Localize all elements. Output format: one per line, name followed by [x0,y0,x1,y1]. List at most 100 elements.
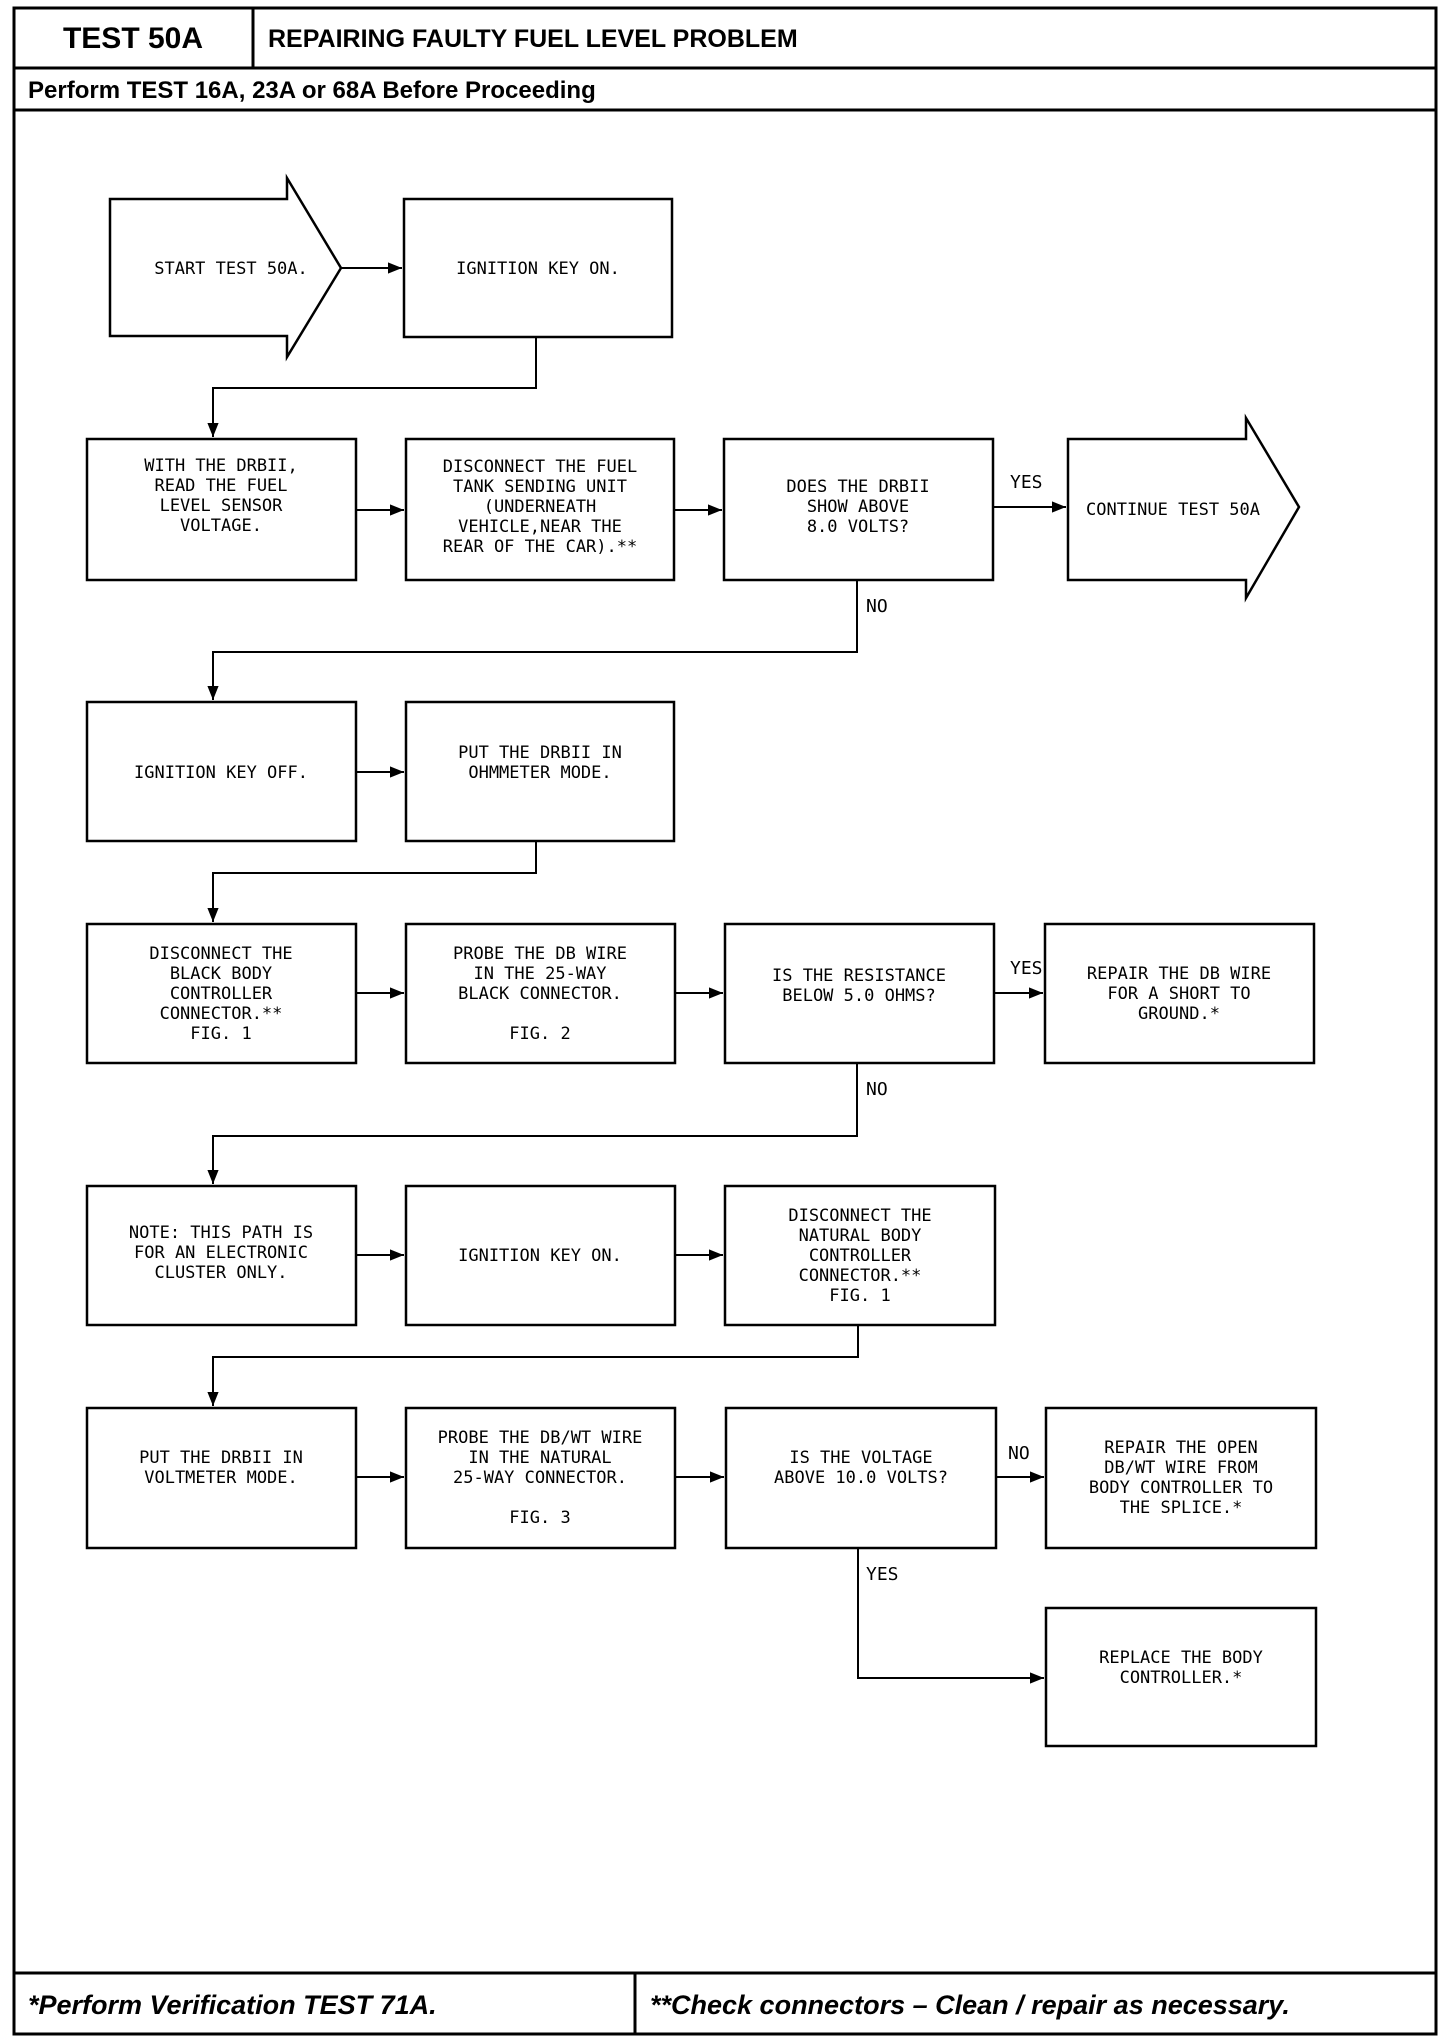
ohm-mode-box [404,700,676,843]
node-text-line: FIG. 3 [509,1508,570,1528]
label-yes-1: YES [1010,472,1043,493]
node-text-line: CONNECTOR.** [799,1266,922,1286]
node-text-line: IN THE NATURAL [468,1448,611,1468]
node-start-text: START TEST 50A. [154,259,308,279]
arrow-yes-to-replace [857,1548,1044,1684]
label-yes-2: YES [1010,958,1043,979]
node-text-line: REAR OF THE CAR).** [443,537,637,557]
node-text-line: IN THE 25-WAY [473,964,606,984]
node-text-line: LEVEL SENSOR [160,496,284,516]
q-voltage-box [724,1406,998,1550]
node-text-line: BODY CONTROLLER TO [1089,1478,1273,1498]
probe-dbwt-box [404,1406,677,1550]
node-text-line: VOLTAGE. [180,516,262,536]
node-text-line: IS THE RESISTANCE [772,966,946,986]
node-text-line: 8.0 VOLTS? [807,517,909,537]
label-no-1: NO [866,596,888,617]
node-text-line: BELOW 5.0 OHMS? [782,986,936,1006]
node-key-on-2-text: IGNITION KEY ON. [458,1246,622,1266]
note-cluster-box [85,1184,358,1327]
page-title: REPAIRING FAULTY FUEL LEVEL PROBLEM [268,25,798,53]
key-on-2-box [404,1184,677,1327]
node-text-line: NOTE: THIS PATH IS [129,1223,313,1243]
node-text-line: DISCONNECT THE [149,944,292,964]
node-key-off-text: IGNITION KEY OFF. [134,763,308,783]
node-text-line: TANK SENDING UNIT [453,477,627,497]
q-above-8-box [722,437,995,582]
node-text-line: IGNITION KEY ON. [456,259,620,279]
node-text-line: GROUND.* [1138,1004,1220,1024]
label-yes-3: YES [866,1564,899,1585]
volt-mode-box [85,1406,358,1550]
node-text-line: THE SPLICE.* [1120,1498,1243,1518]
node-text-line: FOR AN ELECTRONIC [134,1243,308,1263]
node-text-line: CONTROLLER.* [1120,1668,1243,1688]
node-text-line: DOES THE DRBII [786,477,929,497]
key-on-1-box [402,197,674,339]
node-text-line: OHMMETER MODE. [468,763,611,783]
label-no-3: NO [1008,1443,1030,1464]
node-text-line: FIG. 1 [190,1024,251,1044]
read-sensor-box [85,437,358,582]
node-text-line: BLACK BODY [170,964,272,984]
disconnect-tank-box [404,437,676,582]
node-text-line: DB/WT WIRE FROM [1104,1458,1258,1478]
node-text-line: IGNITION KEY OFF. [134,763,308,783]
disc-black-box [85,922,358,1065]
footer-connector-note: **Check connectors – Clean / repair as n… [650,1990,1290,2020]
prerequisite-note: Perform TEST 16A, 23A or 68A Before Proc… [28,77,596,104]
node-text-line: VOLTMETER MODE. [144,1468,298,1488]
node-text-line: READ THE FUEL [154,476,287,496]
node-text-line: FOR A SHORT TO [1107,984,1250,1004]
repair-short-box [1043,922,1316,1065]
node-text-line: REPLACE THE BODY [1099,1648,1263,1668]
node-text-line: DISCONNECT THE FUEL [443,457,637,477]
node-text-line: IGNITION KEY ON. [458,1246,622,1266]
node-text-line: 25-WAY CONNECTOR. [453,1468,627,1488]
label-no-2: NO [866,1079,888,1100]
node-text-line: WITH THE DRBII, [144,456,298,476]
key-off-box [85,700,358,843]
node-text-line: (UNDERNEATH [484,497,597,517]
repair-open-box [1044,1406,1318,1550]
node-text-line: ABOVE 10.0 VOLTS? [774,1468,948,1488]
continue-arrow-shape [1066,413,1301,603]
node-text-line: REPAIR THE OPEN [1104,1438,1258,1458]
node-text-line: DISCONNECT THE [788,1206,931,1226]
arrow-no-to-note [207,1063,858,1184]
node-text-line: VEHICLE,NEAR THE [458,517,622,537]
replace-bc-box [1044,1606,1318,1748]
node-text-line: PUT THE DRBII IN [458,743,622,763]
node-continue-text: CONTINUE TEST 50A [1086,500,1260,520]
node-text-line: CLUSTER ONLY. [154,1263,287,1283]
probe-db-box [404,922,677,1065]
node-text-line: START TEST 50A. [154,259,308,279]
arrow-no-to-key-off [207,580,858,700]
node-text-line: SHOW ABOVE [807,497,909,517]
node-text-line: NATURAL BODY [799,1226,922,1246]
arrow-key-on-to-read [207,337,537,437]
node-key-on-1-text: IGNITION KEY ON. [456,259,620,279]
node-text-line: FIG. 1 [829,1286,890,1306]
node-text-line: REPAIR THE DB WIRE [1087,964,1271,984]
arrow-disc-natural-to-volt [207,1325,859,1406]
node-text-line: CONNECTOR.** [160,1004,283,1024]
node-text-line: CONTROLLER [170,984,273,1004]
footer-verification-note: *Perform Verification TEST 71A. [28,1990,437,2020]
start-arrow-shape [108,173,343,362]
